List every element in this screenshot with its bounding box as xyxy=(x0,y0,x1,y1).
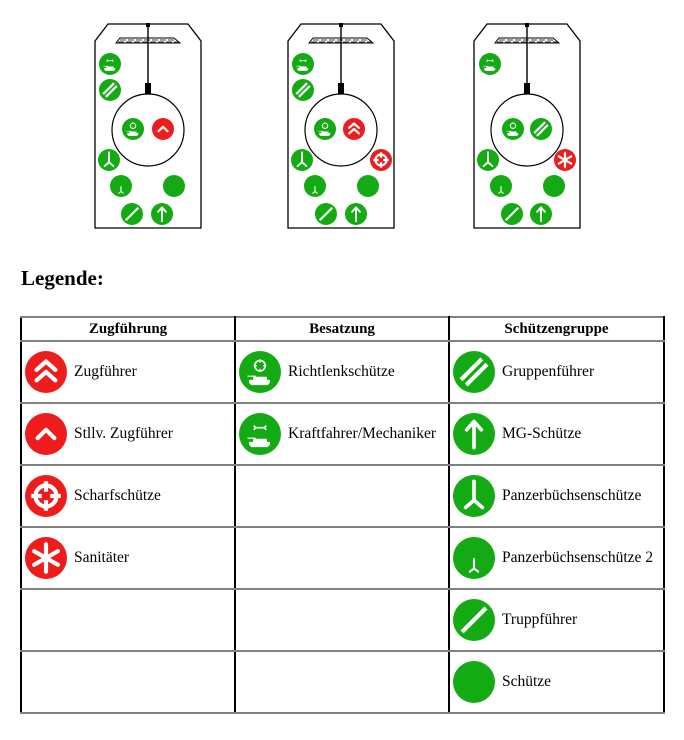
legend-cell-empty xyxy=(20,588,236,652)
kraftfahrer-icon xyxy=(99,53,121,75)
legend-cell-empty xyxy=(234,464,450,528)
kraftfahrer-icon xyxy=(479,53,501,75)
legend-cell: MG-Schütze xyxy=(448,402,665,466)
legend-cell-empty xyxy=(234,588,450,652)
legend-cell: Truppführer xyxy=(448,588,665,652)
richtlenkschuetze-icon xyxy=(239,351,281,393)
richtlenkschuetze-icon xyxy=(314,118,336,140)
sanitaeter-icon xyxy=(25,537,67,579)
panzerbuechsenschuetze-icon xyxy=(477,149,499,171)
kraftfahrer-icon xyxy=(239,413,281,455)
legend-label: Kraftfahrer/Mechaniker xyxy=(288,425,437,442)
legend-table: Zugführung Besatzung Schützengruppe Zugf… xyxy=(20,316,665,714)
zugfuehrer-icon xyxy=(343,118,365,140)
legend-cell: Panzerbüchsenschütze xyxy=(448,464,665,528)
legend-row: Schütze xyxy=(20,650,665,714)
formation-card-3 xyxy=(473,23,581,229)
legend-label: Schütze xyxy=(502,673,552,690)
legend-cell: Zugführer xyxy=(20,340,236,404)
legend-cell: Schütze xyxy=(448,650,665,714)
richtlenkschuetze-icon xyxy=(502,118,524,140)
panzerbuechsenschuetze-icon xyxy=(98,149,120,171)
legend-label: Truppführer xyxy=(502,611,578,628)
legend-cell: Richtlenkschütze xyxy=(234,340,450,404)
gruppenfuehrer-icon xyxy=(453,351,495,393)
schuetze-icon xyxy=(543,175,565,197)
scharfschuetze-icon xyxy=(25,475,67,517)
legend-row: Scharfschütze Panzerbüchsenschütze xyxy=(20,464,665,528)
panzerbuechsenschuetze-icon xyxy=(453,475,495,517)
formation-card-1 xyxy=(94,23,202,229)
legend-cell: Kraftfahrer/Mechaniker xyxy=(234,402,450,466)
legend-row: Truppführer xyxy=(20,588,665,652)
legend-label: Panzerbüchsenschütze 2 xyxy=(502,549,654,566)
legend-label: Gruppenführer xyxy=(502,363,595,380)
mg-schuetze-icon xyxy=(530,203,552,225)
scharfschuetze-icon xyxy=(370,149,392,171)
legend-cell: Panzerbüchsenschütze 2 xyxy=(448,526,665,590)
legend-label: Stllv. Zugführer xyxy=(74,425,173,442)
richtlenkschuetze-icon xyxy=(122,118,144,140)
legend-label: Sanitäter xyxy=(74,549,130,566)
mg-schuetze-icon xyxy=(453,413,495,455)
mg-schuetze-icon xyxy=(345,203,367,225)
schuetze-icon xyxy=(357,175,379,197)
kraftfahrer-icon xyxy=(292,53,314,75)
gruppenfuehrer-icon xyxy=(99,79,121,101)
legend-title: Legende: xyxy=(21,266,104,290)
legend-row: Zugführer Richtlenkschütze Gruppenführer xyxy=(20,340,665,404)
panzerbuechsenschuetze-2-icon xyxy=(490,175,512,197)
mg-schuetze-icon xyxy=(151,203,173,225)
sanitaeter-icon xyxy=(554,149,576,171)
truppfuehrer-icon xyxy=(453,599,495,641)
legend-cell-empty xyxy=(234,526,450,590)
column-header-schuetzengruppe: Schützengruppe xyxy=(448,316,665,342)
legend-cell-empty xyxy=(20,650,236,714)
legend-row: Stllv. Zugführer Kraftfahrer/Mechaniker … xyxy=(20,402,665,466)
legend-cell: Stllv. Zugführer xyxy=(20,402,236,466)
gruppenfuehrer-icon xyxy=(292,79,314,101)
panzerbuechsenschuetze-2-icon xyxy=(453,537,495,579)
legend-label: Richtlenkschütze xyxy=(288,363,395,380)
legend-label: Zugführer xyxy=(74,363,137,380)
schuetze-icon xyxy=(453,661,495,703)
legend-label: MG-Schütze xyxy=(502,425,582,442)
legend-cell: Scharfschütze xyxy=(20,464,236,528)
legend-cell-empty xyxy=(234,650,450,714)
truppfuehrer-icon xyxy=(501,203,523,225)
gruppenfuehrer-icon xyxy=(530,118,552,140)
panzerbuechsenschuetze-2-icon xyxy=(110,175,132,197)
legend-label: Scharfschütze xyxy=(74,487,161,504)
schuetze-icon xyxy=(163,175,185,197)
column-header-zugfuehrung: Zugführung xyxy=(20,316,236,342)
column-header-besatzung: Besatzung xyxy=(234,316,450,342)
panzerbuechsenschuetze-icon xyxy=(291,149,313,171)
legend-row: Sanitäter Panzerbüchsenschütze 2 xyxy=(20,526,665,590)
legend-header-row: Zugführung Besatzung Schützengruppe xyxy=(20,316,665,342)
legend-cell: Gruppenführer xyxy=(448,340,665,404)
legend-cell: Sanitäter xyxy=(20,526,236,590)
truppfuehrer-icon xyxy=(121,203,143,225)
formation-card-2 xyxy=(287,23,395,229)
stllv-zugfuehrer-icon xyxy=(25,413,67,455)
stllv-zugfuehrer-icon xyxy=(152,118,174,140)
panzerbuechsenschuetze-2-icon xyxy=(304,175,326,197)
legend-label: Panzerbüchsenschütze xyxy=(502,487,642,504)
truppfuehrer-icon xyxy=(315,203,337,225)
zugfuehrer-icon xyxy=(25,351,67,393)
